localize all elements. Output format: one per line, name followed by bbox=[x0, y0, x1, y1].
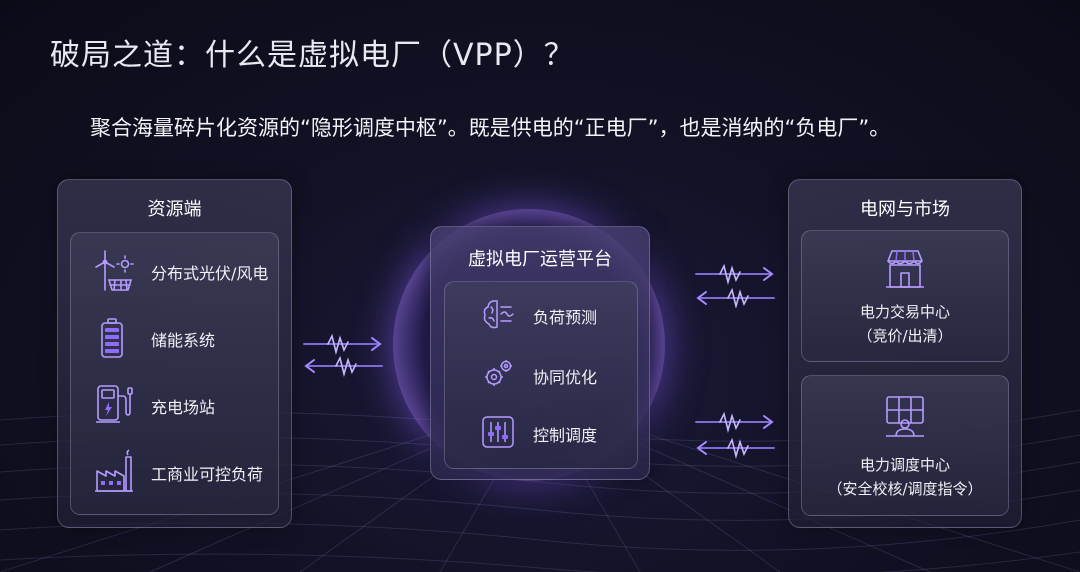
dispatch-center-sublabel: （安全校核/调度指令） bbox=[827, 480, 983, 498]
platform-item-label: 协同优化 bbox=[533, 368, 598, 387]
grid-market-title: 电网与市场 bbox=[860, 199, 950, 220]
grid-market-panel: 电网与市场 电力交易中心 （竞价/出清） bbox=[788, 179, 1022, 528]
bidirectional-flow-arrows-dispatch bbox=[695, 411, 775, 460]
vpp-platform-title: 虚拟电厂运营平台 bbox=[468, 249, 612, 270]
trading-center-box: 电力交易中心 （竞价/出清） bbox=[801, 230, 1009, 362]
resource-item-label: 充电场站 bbox=[151, 398, 216, 417]
resource-item-industrial-load: 工商业可控负荷 bbox=[71, 449, 278, 493]
platform-item-collab-optimize: 协同优化 bbox=[445, 354, 637, 394]
platform-item-control-dispatch: 控制调度 bbox=[445, 412, 637, 452]
resource-list: 分布式光伏/风电 储能系统 bbox=[70, 232, 279, 515]
platform-item-label: 控制调度 bbox=[533, 426, 598, 445]
resource-panel: 资源端 bbox=[57, 179, 292, 528]
storefront-icon bbox=[886, 250, 924, 288]
battery-icon bbox=[101, 318, 123, 358]
sliders-icon bbox=[482, 416, 514, 448]
gears-icon bbox=[485, 360, 512, 386]
ev-charger-icon bbox=[96, 385, 133, 423]
platform-item-label: 负荷预测 bbox=[533, 308, 598, 327]
resource-item-solar-wind: 分布式光伏/风电 bbox=[71, 248, 278, 292]
page-title: 破局之道：什么是虚拟电厂（VPP）？ bbox=[50, 38, 575, 73]
factory-icon bbox=[95, 449, 133, 492]
resource-item-label: 分布式光伏/风电 bbox=[151, 264, 269, 283]
trading-center-label: 电力交易中心 bbox=[859, 303, 950, 321]
resource-item-label: 储能系统 bbox=[151, 331, 216, 350]
wind-solar-icon bbox=[95, 250, 134, 291]
bidirectional-flow-arrows-left bbox=[303, 333, 383, 378]
dispatch-center-box: 电力调度中心 （安全校核/调度指令） bbox=[801, 375, 1009, 516]
bidirectional-flow-arrows-market bbox=[695, 263, 775, 308]
dispatch-center-label: 电力调度中心 bbox=[859, 456, 950, 474]
platform-item-load-forecast: 负荷预测 bbox=[445, 294, 637, 334]
resource-item-storage: 储能系统 bbox=[71, 315, 278, 359]
trading-center-sublabel: （竞价/出清） bbox=[857, 327, 953, 345]
brain-icon bbox=[483, 300, 514, 329]
vpp-platform-panel: 虚拟电厂运营平台 负荷预测 bbox=[430, 226, 650, 480]
resource-panel-title: 资源端 bbox=[147, 199, 202, 220]
resource-item-charging: 充电场站 bbox=[71, 382, 278, 426]
dispatch-monitor-icon bbox=[886, 396, 924, 437]
platform-function-list: 负荷预测 协同优化 bbox=[444, 281, 638, 469]
resource-item-label: 工商业可控负荷 bbox=[151, 465, 264, 484]
page-subtitle: 聚合海量碎片化资源的“隐形调度中枢”。既是供电的“正电厂”，也是消纳的“负电厂”… bbox=[90, 116, 891, 140]
